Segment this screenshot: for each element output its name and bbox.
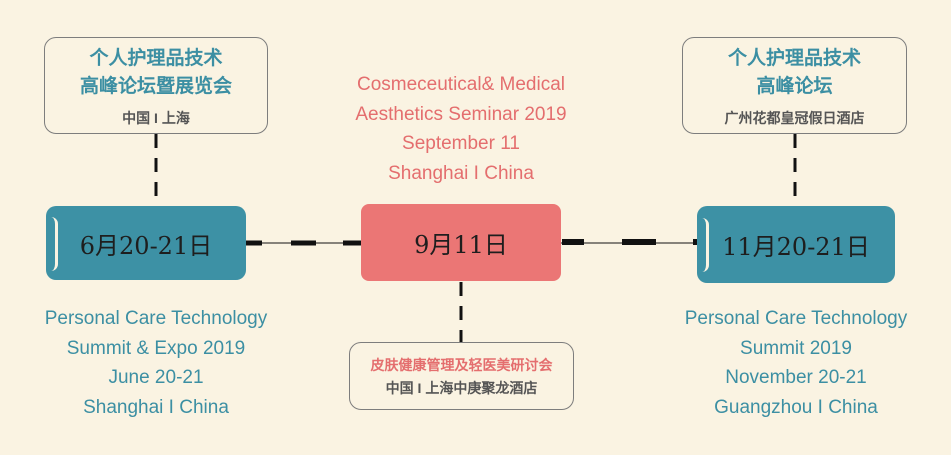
left-desc-line4: Shanghai I China [83,396,229,418]
center-event-title: 皮肤健康管理及轻医美研讨会 [370,357,553,373]
left-desc-line2: Summit & Expo 2019 [66,337,246,359]
left-desc-line3: June 20-21 [108,367,204,388]
right-desc-line3: November 20-21 [725,367,867,388]
right-desc-line1: Personal Care Technology [684,308,908,329]
center-event-location: 中国 I 上海中庚聚龙酒店 [385,380,538,396]
left-date-badge-curl [44,217,58,271]
right-desc-line2: Summit 2019 [740,337,852,359]
center-date-text: 9月11日 [414,231,508,259]
center-event-description: Cosmeceutical& Medical Aesthetics Semina… [318,70,604,188]
right-date-badge: 11月20-21日 [697,206,895,283]
left-event-title-line1: 个人护理品技术 [89,48,223,69]
left-event-title-line2: 高峰论坛暨展览会 [79,76,232,97]
center-event-card: 皮肤健康管理及轻医美研讨会 中国 I 上海中庚聚龙酒店 [349,342,574,410]
center-desc-line3: September 11 [402,133,520,154]
right-event-title-line1: 个人护理品技术 [727,48,861,69]
center-date-badge: 9月11日 [361,204,561,281]
center-desc-line2: Aesthetics Seminar 2019 [355,103,567,125]
right-date-text: 11月20-21日 [722,233,870,261]
left-event-location: 中国 I 上海 [122,110,190,126]
left-desc-line1: Personal Care Technology [44,308,268,329]
center-desc-line1: Cosmeceutical& Medical [356,74,566,95]
center-desc-line4: Shanghai I China [388,162,534,184]
left-date-text: 6月20-21日 [79,231,213,260]
right-event-location: 广州花都皇冠假日酒店 [724,110,865,126]
left-event-description: Personal Care Technology Summit & Expo 2… [20,304,292,422]
left-event-card: 个人护理品技术 高峰论坛暨展览会 中国 I 上海 [44,37,268,134]
left-date-badge: 6月20-21日 [46,206,246,280]
right-date-badge-curl [695,218,709,272]
right-event-title-line2: 高峰论坛 [756,76,833,97]
right-event-card: 个人护理品技术 高峰论坛 广州花都皇冠假日酒店 [682,37,907,134]
right-desc-line4: Guangzhou I China [714,396,878,418]
right-event-description: Personal Care Technology Summit 2019 Nov… [660,304,932,422]
